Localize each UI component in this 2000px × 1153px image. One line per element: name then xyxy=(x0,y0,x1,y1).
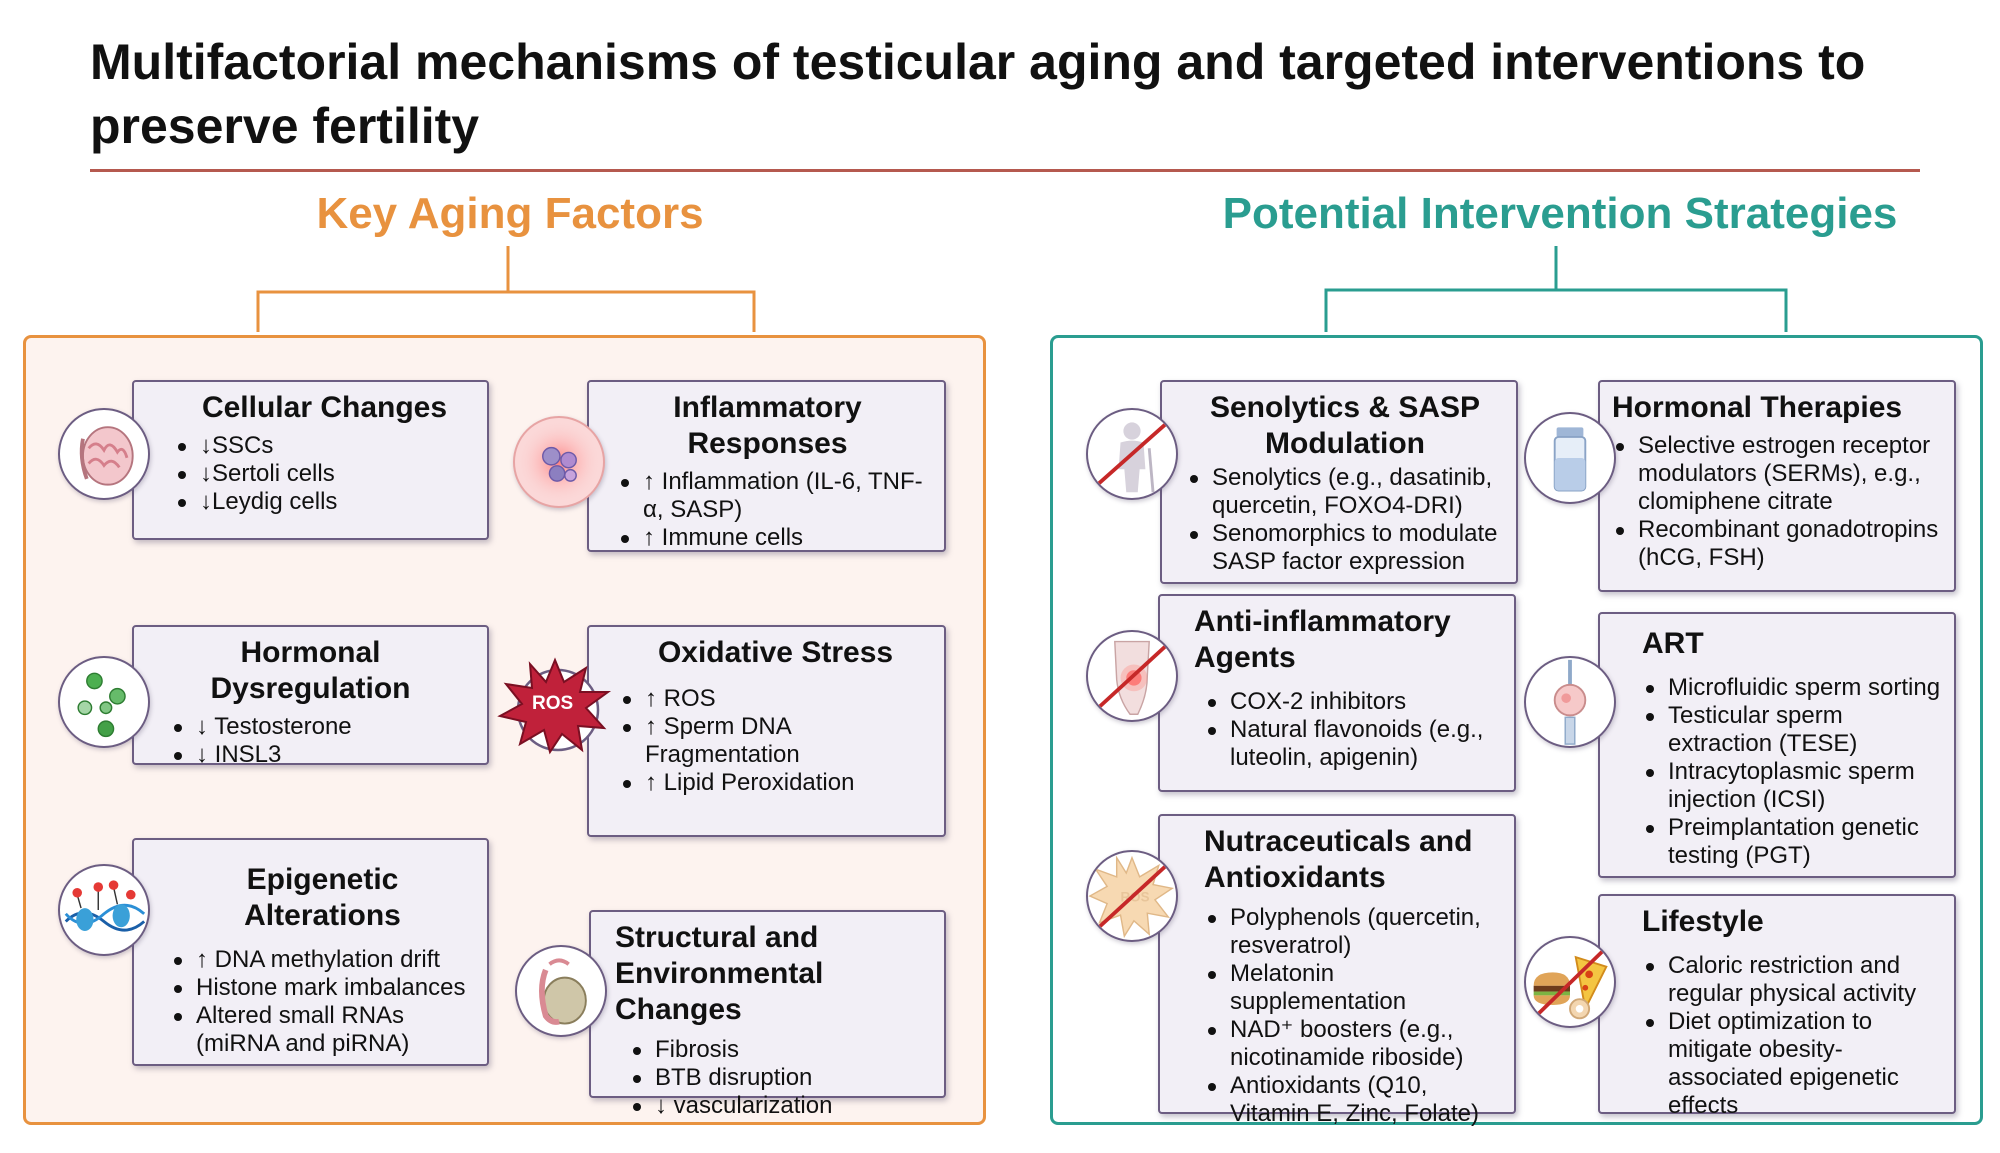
list-item: ↑ Inflammation (IL-6, TNF-α, SASP) xyxy=(617,468,932,524)
list-item: Preimplantation genetic testing (PGT) xyxy=(1642,814,1942,870)
list-item: Microfluidic sperm sorting xyxy=(1642,674,1942,702)
list-item: Recombinant gonadotropins (hCG, FSH) xyxy=(1612,516,1942,572)
list-item: ↓Leydig cells xyxy=(174,488,475,516)
list-item: ↓ vascularization xyxy=(629,1092,932,1120)
list-item: Polyphenols (quercetin, resveratrol) xyxy=(1204,904,1502,960)
card-title: Nutraceuticals and Antioxidants xyxy=(1204,825,1473,894)
list-item: ↓SSCs xyxy=(174,432,475,460)
card-title: Inflammatory Responses xyxy=(673,391,862,460)
card-title: Cellular Changes xyxy=(201,391,448,424)
hormone-molecules-icon xyxy=(58,656,150,748)
list-item: ↑ Immune cells xyxy=(617,524,932,552)
immune-cells-icon xyxy=(513,416,605,508)
list-item: Altered small RNAs (miRNA and piRNA) xyxy=(170,1002,475,1058)
list-item: ↑ DNA methylation drift xyxy=(170,946,475,974)
list-item: Caloric restriction and regular physical… xyxy=(1642,952,1942,1008)
list-item: Natural flavonoids (e.g., luteolin, apig… xyxy=(1204,716,1502,772)
list-item: Senolytics (e.g., dasatinib, quercetin, … xyxy=(1186,464,1504,520)
hormonal-therapies-card: Hormonal Therapies Selective estrogen re… xyxy=(1598,380,1956,592)
list-item: Senomorphics to modulate SASP factor exp… xyxy=(1186,520,1504,576)
medication-vial-icon xyxy=(1524,412,1616,504)
card-title: Oxidative Stress xyxy=(657,636,894,669)
card-title: Anti-inflammatory Agents xyxy=(1194,605,1451,674)
aging-heading: Key Aging Factors xyxy=(316,189,704,238)
card-title: Epigenetic Alterations xyxy=(244,863,401,932)
list-item: Antioxidants (Q10, Vitamin E, Zinc, Fola… xyxy=(1204,1072,1502,1128)
aging-bracket-arm xyxy=(256,290,756,332)
hormonal-dysregulation-card: Hormonal Dysregulation ↓ Testosterone ↓ … xyxy=(132,625,489,768)
senolytics-card: Senolytics & SASP Modulation Senolytics … xyxy=(1160,380,1518,584)
list-item: Histone mark imbalances xyxy=(170,974,475,1002)
list-item: NAD⁺ boosters (e.g., nicotinamide ribosi… xyxy=(1204,1016,1502,1072)
no-ros-icon: ROS xyxy=(1086,850,1178,942)
list-item: Diet optimization to mitigate obesity-as… xyxy=(1642,1008,1942,1120)
intervention-heading: Potential Intervention Strategies xyxy=(1222,189,1898,238)
card-title: Lifestyle xyxy=(1642,905,1764,938)
ros-label: ROS xyxy=(532,693,574,714)
icsi-pipette-icon xyxy=(1524,656,1616,748)
no-junk-food-icon xyxy=(1524,936,1616,1028)
lifestyle-card: Lifestyle Caloric restriction and regula… xyxy=(1598,894,1956,1119)
list-item: ↓ INSL3 xyxy=(170,741,475,769)
intervention-bracket-arm xyxy=(1324,288,1788,332)
nutraceuticals-card: Nutraceuticals and Antioxidants Polyphen… xyxy=(1158,814,1516,1127)
list-item: BTB disruption xyxy=(629,1064,932,1092)
testis-cross-section-icon xyxy=(58,408,150,500)
cellular-changes-card: Cellular Changes ↓SSCs ↓Sertoli cells ↓L… xyxy=(132,380,489,540)
oxidative-stress-card: Oxidative Stress ↑ ROS ↑ Sperm DNA Fragm… xyxy=(587,625,946,837)
list-item: COX-2 inhibitors xyxy=(1204,688,1502,716)
list-item: ↓Sertoli cells xyxy=(174,460,475,488)
list-item: ↑ Lipid Peroxidation xyxy=(619,769,932,797)
art-card: ART Microfluidic sperm sorting Testicula… xyxy=(1598,612,1956,878)
structural-environmental-card: Structural and Environmental Changes Fib… xyxy=(589,910,946,1119)
inflammatory-responses-card: Inflammatory Responses ↑ Inflammation (I… xyxy=(587,380,946,552)
list-item: Melatonin supplementation xyxy=(1204,960,1502,1016)
ros-burst-icon: ROS xyxy=(497,657,612,755)
card-title: Hormonal Therapies xyxy=(1612,391,1903,424)
list-item: ↑ ROS xyxy=(619,685,932,713)
card-title: Senolytics & SASP Modulation xyxy=(1209,391,1481,460)
epigenetic-alterations-card: Epigenetic Alterations ↑ DNA methylation… xyxy=(132,838,489,1066)
no-aging-person-icon xyxy=(1086,408,1178,500)
card-title: Structural and Environmental Changes xyxy=(615,921,824,1026)
list-item: ↓ Testosterone xyxy=(170,713,475,741)
title-divider xyxy=(90,169,1920,172)
list-item: Intracytoplasmic sperm injection (ICSI) xyxy=(1642,758,1942,814)
list-item: ↑ Sperm DNA Fragmentation xyxy=(619,713,932,769)
testis-epididymis-icon xyxy=(515,945,607,1037)
figure-title: Multifactorial mechanisms of testicular … xyxy=(90,34,1866,154)
list-item: Fibrosis xyxy=(629,1036,932,1064)
no-inflammation-icon xyxy=(1086,630,1178,722)
anti-inflammatory-card: Anti-inflammatory Agents COX-2 inhibitor… xyxy=(1158,594,1516,792)
card-title: Hormonal Dysregulation xyxy=(210,636,411,705)
dna-methylation-icon xyxy=(58,864,150,956)
card-title: ART xyxy=(1642,627,1704,660)
list-item: Testicular sperm extraction (TESE) xyxy=(1642,702,1942,758)
list-item: Selective estrogen receptor modulators (… xyxy=(1612,432,1942,516)
